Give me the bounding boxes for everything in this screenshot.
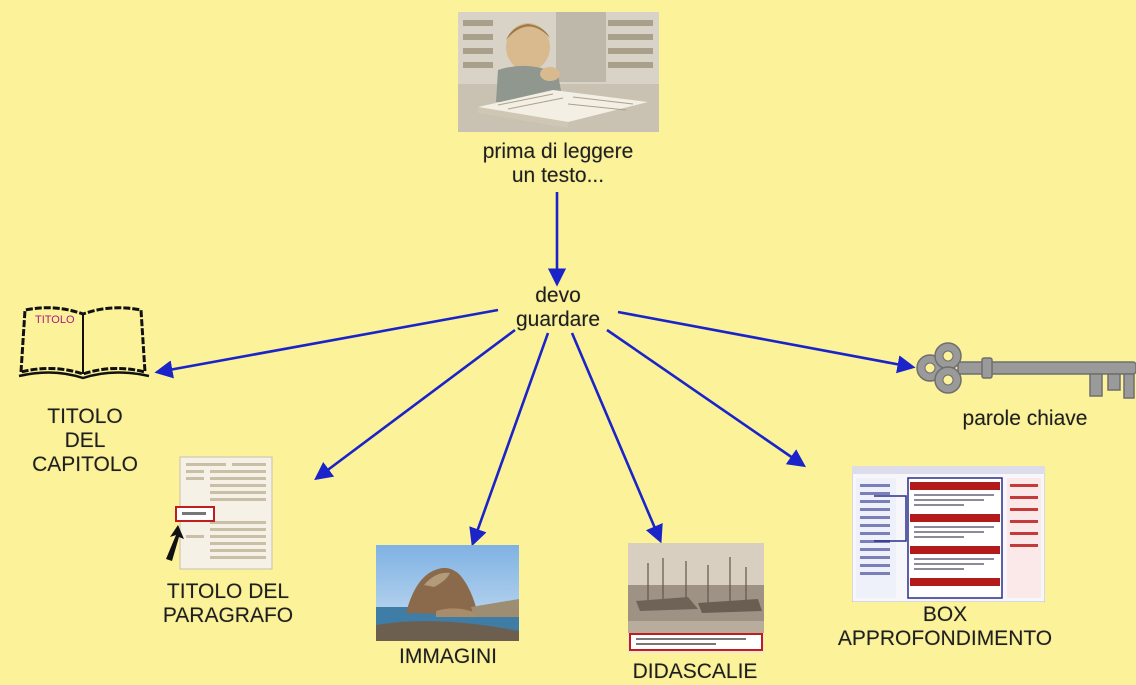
hub-label: devo guardare <box>515 284 601 331</box>
child-reading-photo-icon <box>458 12 659 132</box>
arrow-to-parole-chiave <box>617 310 916 374</box>
arrow-to-titolo-paragrafo <box>314 328 516 481</box>
web-page-screenshot-icon <box>852 466 1045 602</box>
page-with-pointer-icon <box>158 455 276 573</box>
root-label: prima di leggere un testo... <box>482 140 634 187</box>
arrow-to-box-approfondimento <box>606 328 806 468</box>
label-box-approfondimento: BOX APPROFONDIMENTO <box>837 603 1053 650</box>
book-image-text: TITOLO <box>35 314 75 326</box>
skeleton-key-icon <box>912 340 1136 404</box>
arrow-to-didascalie <box>570 332 663 544</box>
harbor-photo-icon <box>628 543 764 653</box>
coastal-photo-icon <box>376 545 519 641</box>
arrow-to-immagini <box>469 332 550 547</box>
arrow-to-titolo-capitolo <box>154 308 499 379</box>
label-didascalie: DIDASCALIE <box>632 660 758 683</box>
open-book-icon: TITOLO <box>15 302 153 382</box>
label-titolo-capitolo: TITOLO DEL CAPITOLO <box>32 405 138 476</box>
label-titolo-paragrafo: TITOLO DEL PARAGRAFO <box>162 580 294 627</box>
label-immagini: IMMAGINI <box>399 645 497 668</box>
label-parole-chiave: parole chiave <box>962 407 1088 430</box>
